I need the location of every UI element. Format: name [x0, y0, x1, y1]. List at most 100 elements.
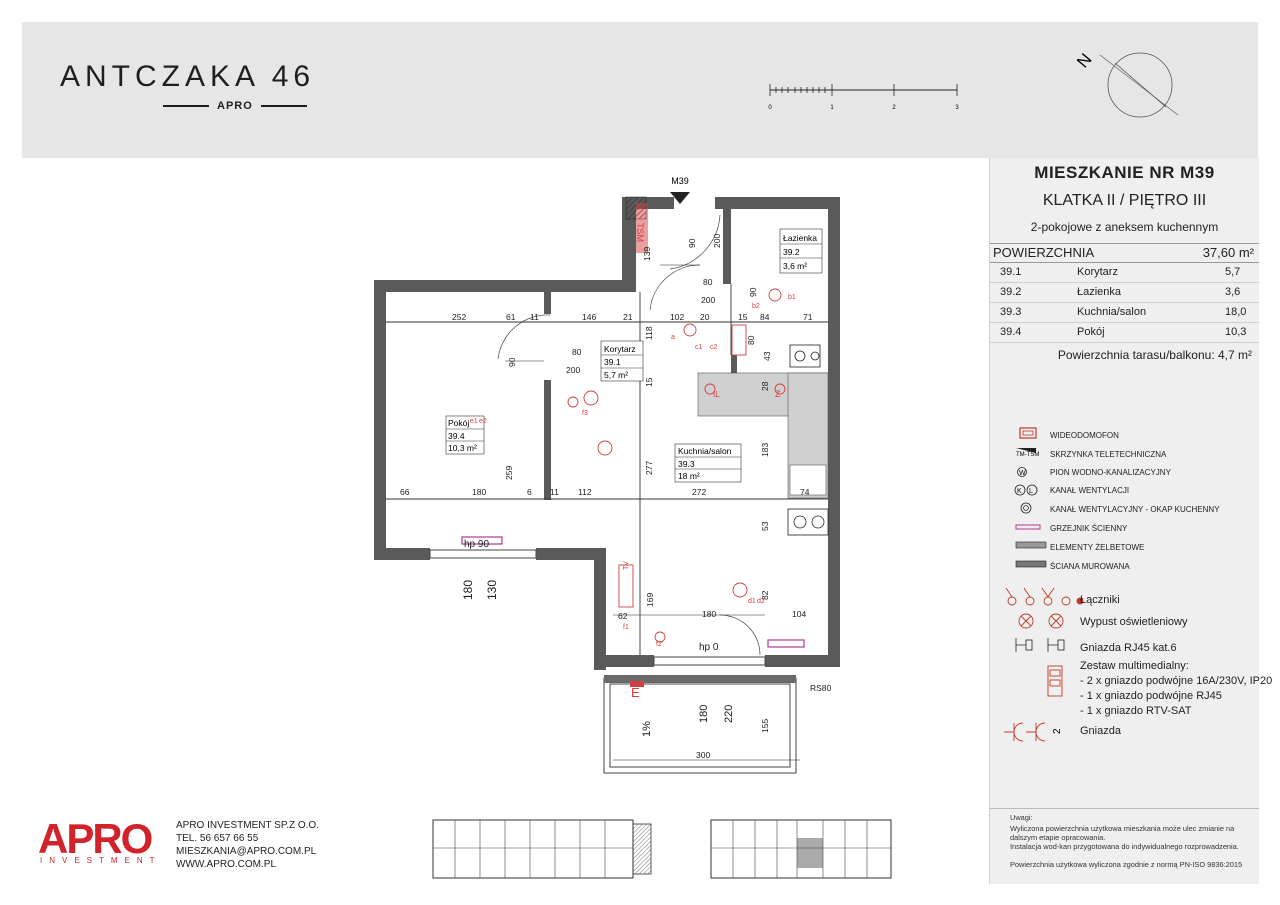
- water-riser-icon: [1017, 467, 1027, 477]
- scale-tick-label: 2: [892, 105, 896, 111]
- room-id: 39.2: [1000, 286, 1022, 298]
- symbol-label: f3: [582, 410, 588, 417]
- area-label: POWIERZCHNIA: [993, 245, 1095, 260]
- dimension-label: 15: [644, 377, 654, 387]
- dimension-label: 200: [566, 365, 580, 375]
- unit-marker-icon: [670, 192, 690, 204]
- area-row: 39.3 Kuchnia/salon 18,0: [990, 302, 1259, 323]
- room-id-kitchen: 39.3: [678, 459, 695, 469]
- company-tagline: INVESTMENT: [40, 856, 162, 865]
- company-web: WWW.APRO.COM.PL: [176, 859, 276, 870]
- legend-vent: KANAŁ WENTYLACJI: [1050, 486, 1130, 495]
- notes-line: Instalacja wod-kan przygotowana do indyw…: [1010, 842, 1239, 851]
- radiator-icon: [461, 536, 503, 545]
- outlet-label: E: [631, 685, 640, 700]
- sill-height-label: hp 90: [464, 539, 489, 550]
- socket-icon: [1004, 722, 1046, 742]
- room-id-room: 39.4: [448, 431, 465, 441]
- compass-north-label: N: [1073, 50, 1095, 72]
- project-title: ANTCZAKA 46: [60, 60, 316, 93]
- dimension-label: 139: [642, 247, 652, 261]
- dimension-label: 11: [550, 487, 559, 497]
- symbol-label: c1: [695, 344, 703, 351]
- header-band: ANTCZAKA 46 APRO: [22, 22, 1258, 158]
- dimension-label: 146: [582, 312, 596, 322]
- room-label-hall: Korytarz: [604, 344, 636, 354]
- legend-concrete: ELEMENTY ŻELBETOWE: [1050, 543, 1145, 552]
- notes-line: dalszym etapie opracowania.: [1010, 833, 1106, 842]
- legend-intercom: WIDEODOMOFON: [1050, 431, 1119, 440]
- room-area: 3,6: [1225, 286, 1241, 298]
- symbol-label: e1: [470, 418, 478, 425]
- dimension-label: 62: [618, 611, 628, 621]
- legend-radiator: GRZEJNIK ŚCIENNY: [1050, 524, 1128, 533]
- room-id: 39.4: [1000, 326, 1022, 338]
- symbol-label: b2: [752, 303, 760, 310]
- radiator-icon: [767, 639, 805, 648]
- room-name: Łazienka: [1077, 286, 1122, 298]
- symbol-label: a: [671, 334, 675, 341]
- room-area-kitchen: 18 m²: [678, 471, 700, 481]
- symbol-label: d1: [748, 598, 756, 605]
- legend-switches: Łączniki: [1080, 594, 1120, 606]
- legend-water-riser: PION WODNO-KANALIZACYJNY: [1050, 468, 1171, 477]
- dimension-label: 259: [504, 466, 514, 480]
- switch-icon: [1005, 587, 1084, 606]
- notes-norm: Powierzchnia użytkowa wyliczona zgodnie …: [1010, 860, 1243, 869]
- dimension-label: 90: [687, 238, 697, 248]
- legend-masonry: ŚCIANA MUROWANA: [1050, 562, 1130, 571]
- key-plan-right: [710, 819, 892, 879]
- dimension-label: 21: [623, 312, 633, 322]
- room-area: 5,7: [1225, 266, 1241, 278]
- room-id: 39.1: [1000, 266, 1022, 278]
- dimension-label: 180: [702, 609, 716, 619]
- dimension-label: 130: [485, 580, 499, 600]
- concrete-elements-icon: [1015, 541, 1047, 549]
- radiator-icon: [1015, 524, 1041, 530]
- svg-text:K: K: [1017, 488, 1022, 495]
- telecom-label: TSM: [635, 223, 645, 242]
- dimension-label: 90: [507, 357, 517, 367]
- dimension-label: 80: [746, 335, 756, 345]
- dimension-label: 90: [748, 287, 758, 297]
- rj45-socket-icon: [1015, 638, 1065, 652]
- apartment-number: MIESZKANIE NR M39: [1034, 163, 1215, 182]
- dimension-label: 200: [701, 295, 715, 305]
- room-name: Pokój: [1077, 326, 1105, 338]
- dimension-label: 28: [760, 381, 770, 391]
- dimension-label: 277: [644, 461, 654, 475]
- company-phone: TEL. 56 657 66 55: [176, 833, 259, 844]
- symbol-label: d2: [757, 598, 765, 605]
- notes-box: Uwagi: Wyliczona powierzchnia użytkowa m…: [990, 808, 1259, 885]
- room-name: Korytarz: [1077, 266, 1118, 278]
- legend-multimedia-item: - 1 x gniazdo podwójne RJ45: [1080, 690, 1222, 702]
- multimedia-label: TV: [623, 561, 630, 570]
- svg-text:W: W: [1019, 470, 1026, 477]
- legend-rj45: Gniazda RJ45 kat.6: [1080, 642, 1177, 654]
- area-row: 39.2 Łazienka 3,6: [990, 282, 1259, 303]
- dimension-label: 74: [800, 487, 810, 497]
- dimension-label: 169: [645, 593, 655, 607]
- sill-height-label: hp 0: [699, 642, 719, 653]
- unit-label: M39: [671, 176, 689, 186]
- room-label-kitchen: Kuchnia/salon: [678, 446, 732, 456]
- dimension-label: 53: [760, 521, 770, 531]
- area-row: 39.4 Pokój 10,3: [990, 322, 1259, 343]
- room-area-bathroom: 3,6 m²: [783, 261, 807, 271]
- floor-plan: M39 Łazienka 39.2 3,6 m² Korytarz 39.1 5…: [374, 176, 840, 774]
- scale-bar: 0 1 2 3: [768, 84, 959, 111]
- dimension-label: 102: [670, 312, 684, 322]
- key-plan-left: [432, 819, 652, 879]
- room-area: 18,0: [1225, 306, 1247, 318]
- light-outlet-icon: [1018, 613, 1064, 629]
- legend-multimedia-item: - 2 x gniazdo podwójne 16A/230V, IP20: [1080, 675, 1273, 687]
- company-name: APRO INVESTMENT SP.Z O.O.: [176, 820, 319, 831]
- railing-label: RS80: [810, 683, 832, 693]
- area-header: POWIERZCHNIA 37,60 m²: [990, 243, 1259, 263]
- socket-count: 2: [1052, 728, 1063, 734]
- notes-title: Uwagi:: [1010, 813, 1033, 822]
- legend-sockets: Gniazda: [1080, 725, 1121, 737]
- scale-tick-label: 1: [830, 105, 834, 111]
- symbol-label: b1: [788, 294, 796, 301]
- apartment-stair-floor: KLATKA II / PIĘTRO III: [1042, 192, 1207, 209]
